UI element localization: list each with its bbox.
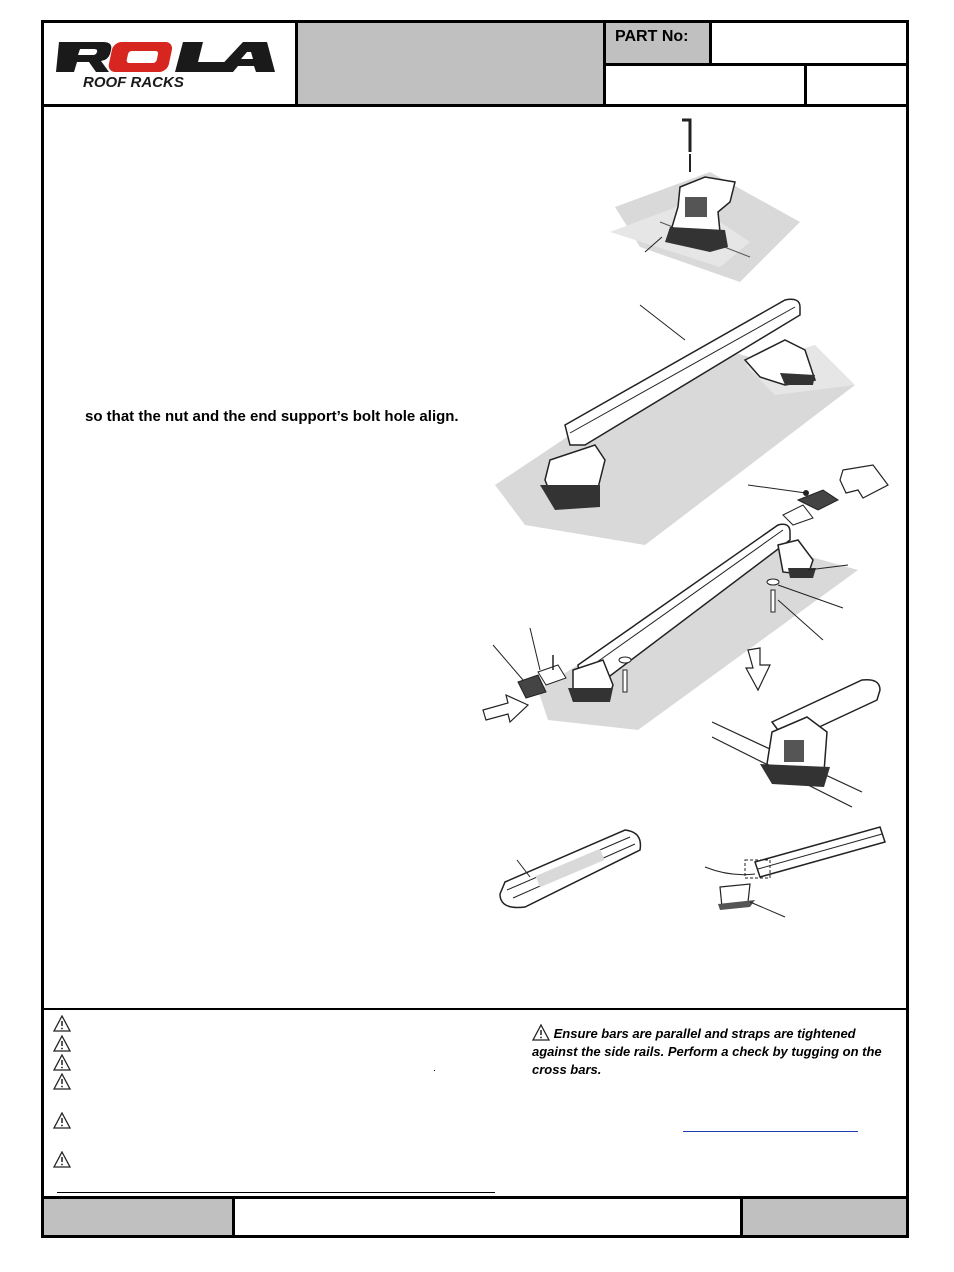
direction-arrow-icon — [744, 647, 771, 692]
footer-divider-right — [740, 1196, 743, 1238]
footer-divider-left — [232, 1196, 235, 1238]
part-no-cell — [606, 23, 709, 63]
warning-triangle-icon — [53, 1151, 71, 1168]
direction-arrow-icon — [482, 693, 530, 724]
end-cap-exploded-diagram — [482, 464, 889, 730]
safety-note: Ensure bars are parallel and straps are … — [532, 1024, 902, 1079]
warnings-top-rule — [41, 1008, 909, 1010]
foot-fitting-diagram — [610, 118, 800, 282]
warning-triangle-icon — [53, 1054, 71, 1071]
strap-insertion-diagram — [704, 826, 886, 918]
header-bottom-rule — [41, 104, 909, 107]
header-divider-title — [603, 20, 606, 106]
warning-triangle-icon — [532, 1024, 550, 1041]
stray-mark — [434, 1070, 435, 1071]
revision-divider — [804, 65, 807, 106]
warning-triangle-icon — [53, 1112, 71, 1129]
crossbar-assembly-diagram — [495, 298, 855, 545]
website-link[interactable] — [683, 1131, 858, 1132]
logo-subtext: ROOF RACKS — [83, 74, 184, 90]
part-no-rule — [606, 63, 909, 66]
header-divider-logo — [295, 20, 298, 106]
rola-logo: ROOF RACKS — [56, 42, 275, 90]
header-title-cell — [298, 23, 603, 104]
bar-profile-diagram — [499, 829, 642, 909]
footer-top-rule — [41, 1196, 909, 1199]
footer-left-cell — [44, 1199, 232, 1235]
allen-key-icon — [682, 118, 692, 152]
warning-triangle-icon — [53, 1035, 71, 1052]
part-no-label: PART No: — [615, 28, 689, 45]
warning-triangle-icon — [53, 1015, 71, 1032]
part-no-divider — [709, 20, 712, 65]
step-instruction-text: so that the nut and the end support’s bo… — [85, 408, 459, 425]
warning-triangle-icon — [53, 1073, 71, 1090]
foot-on-rail-diagram — [712, 678, 881, 808]
signature-line — [57, 1192, 495, 1193]
direction-arrow-icon — [839, 464, 889, 499]
footer-right-cell — [743, 1199, 906, 1235]
safety-note-text: Ensure bars are parallel and straps are … — [532, 1026, 882, 1077]
page-frame — [41, 20, 909, 1238]
